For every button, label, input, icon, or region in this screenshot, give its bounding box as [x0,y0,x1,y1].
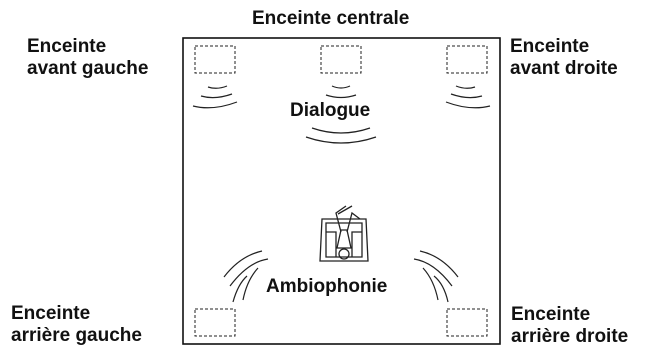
center-speaker-icon [320,45,362,74]
rear-right-speaker-icon [446,308,488,337]
center-sound-waves-icon [305,85,377,144]
rear-right-label-line1: Enceinte [511,304,591,325]
front-left-speaker-icon [194,45,236,74]
surround-label: Ambiophonie [266,276,388,297]
front-left-sound-waves-icon [192,85,238,109]
rear-left-sound-waves-icon [223,250,269,303]
room-outline [182,37,501,345]
rear-right-speaker-label: Enceinte arrière droite [511,304,628,348]
front-right-speaker-icon [446,45,488,74]
rear-right-label-line2: arrière droite [511,326,629,347]
rear-left-label-line1: Enceinte [11,303,91,324]
front-left-speaker-label: Enceinte avant gauche [27,36,148,80]
dialogue-label: Dialogue [290,100,371,121]
front-right-label-line2: avant droite [510,58,618,79]
front-right-label-line1: Enceinte [510,36,590,57]
rear-left-speaker-label: Enceinte arrière gauche [11,303,142,347]
rear-right-sound-waves-icon [413,250,459,303]
rear-left-speaker-icon [194,308,236,337]
listener-icon [319,205,369,262]
front-left-label-line1: Enceinte [27,36,107,57]
front-right-speaker-label: Enceinte avant droite [510,36,618,80]
front-right-sound-waves-icon [445,85,491,109]
front-left-label-line2: avant gauche [27,58,149,79]
center-speaker-label: Enceinte centrale [252,8,410,29]
rear-left-label-line2: arrière gauche [11,325,142,346]
